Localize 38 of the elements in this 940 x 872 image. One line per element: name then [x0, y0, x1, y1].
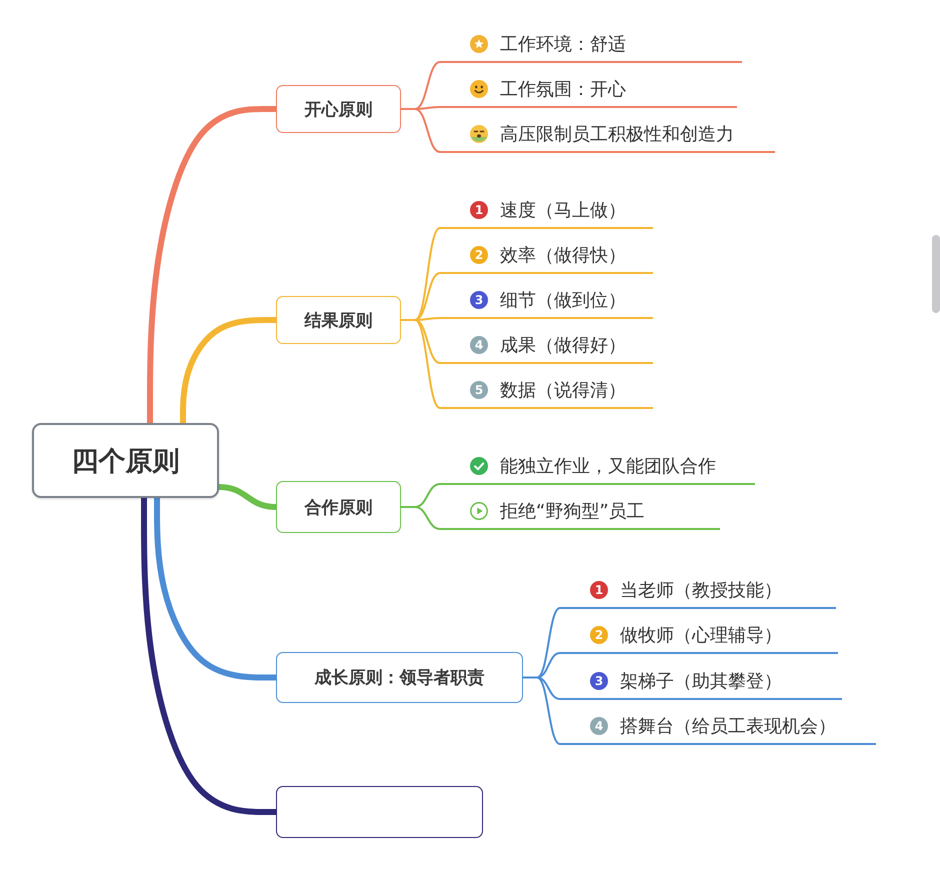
topic-box	[276, 296, 401, 344]
priority-number: 3	[470, 291, 488, 309]
topic-box	[276, 786, 483, 838]
topic-text: 拒绝“野狗型”员工	[500, 500, 645, 523]
topic-box	[276, 652, 523, 703]
topic-text: 结果原则	[304, 310, 372, 332]
topic-text: 高压限制员工积极性和创造力	[500, 123, 734, 146]
priority-number: 4	[590, 717, 608, 735]
topic-text: 效率（做得快）	[500, 244, 626, 267]
topic-text: 搭舞台（给员工表现机会）	[620, 715, 836, 738]
priority-number: 3	[590, 672, 608, 690]
branch-line	[400, 319, 441, 409]
branch-line	[400, 506, 441, 530]
topic-text: 工作氛围：开心	[500, 78, 626, 101]
priority-number: 2	[470, 246, 488, 264]
topic-box	[276, 85, 401, 133]
branch-line	[400, 108, 441, 153]
topic-text: 成长原则：领导者职责	[314, 667, 484, 689]
priority-number: 1	[470, 201, 488, 219]
priority-number: 5	[470, 381, 488, 399]
topic-text: 合作原则	[304, 496, 372, 518]
priority-number: 1	[590, 581, 608, 599]
topic-text: 速度（马上做）	[500, 199, 626, 222]
topic-text: 当老师（教授技能）	[620, 579, 782, 602]
topic-text: 成果（做得好）	[500, 334, 626, 357]
topic-text: 数据（说得清）	[500, 379, 626, 402]
priority-number: 2	[590, 626, 608, 644]
topic-text: 细节（做到位）	[500, 289, 626, 312]
topic-box	[276, 481, 401, 533]
topic-text: 能独立作业，又能团队合作	[500, 455, 716, 478]
priority-number: 4	[470, 336, 488, 354]
branch-line	[522, 676, 561, 745]
topic-text: 做牧师（心理辅导）	[620, 624, 782, 647]
topic-text: 开心原则	[304, 98, 372, 120]
topic-text: 工作环境：舒适	[500, 33, 626, 56]
central-topic-box	[32, 423, 219, 498]
topic-text: 架梯子（助其攀登）	[620, 670, 782, 693]
topic-text: 四个原则	[72, 444, 180, 478]
